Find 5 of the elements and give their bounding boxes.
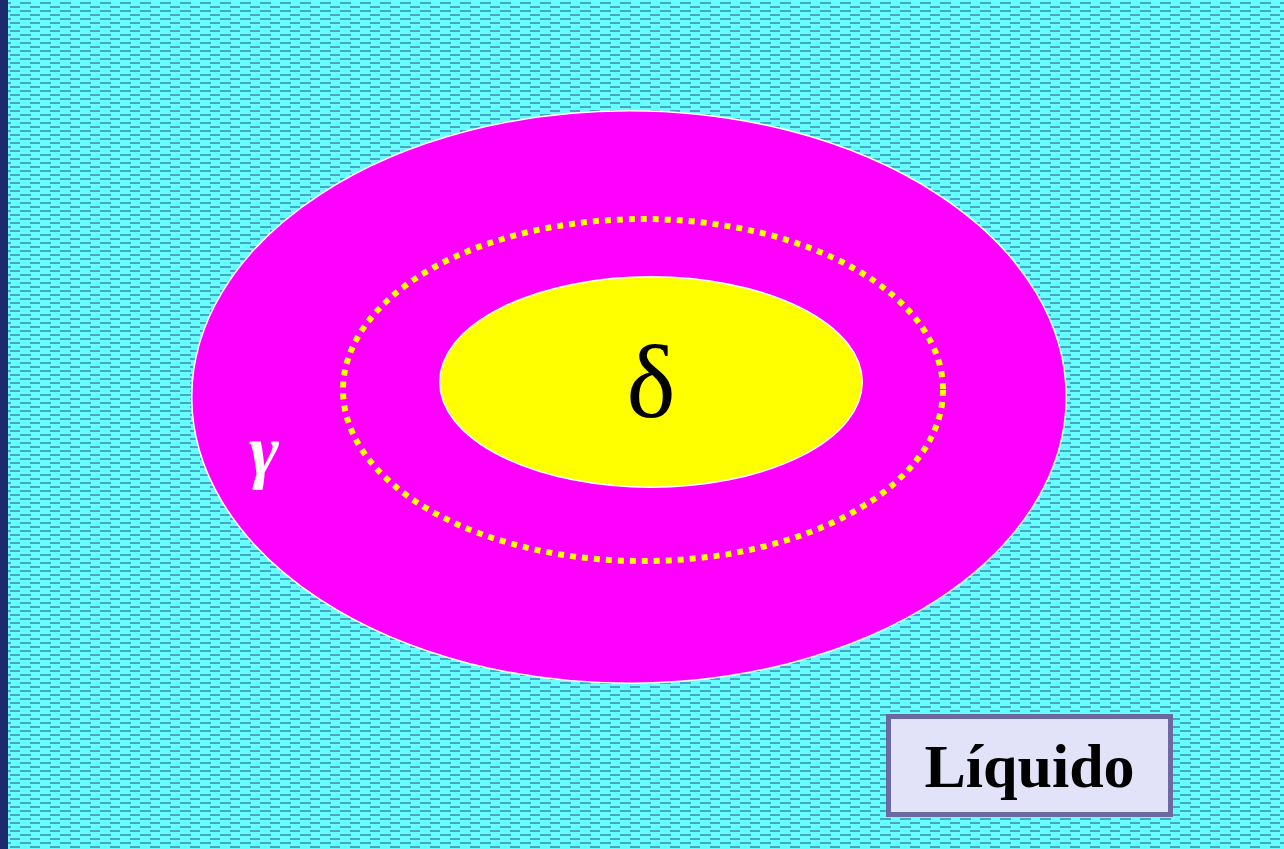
phase-label-box [886,714,1173,817]
phase-label: δ [626,330,676,434]
gamma-region [191,110,1067,684]
dotted-boundary [340,216,946,564]
delta-region [439,276,863,488]
